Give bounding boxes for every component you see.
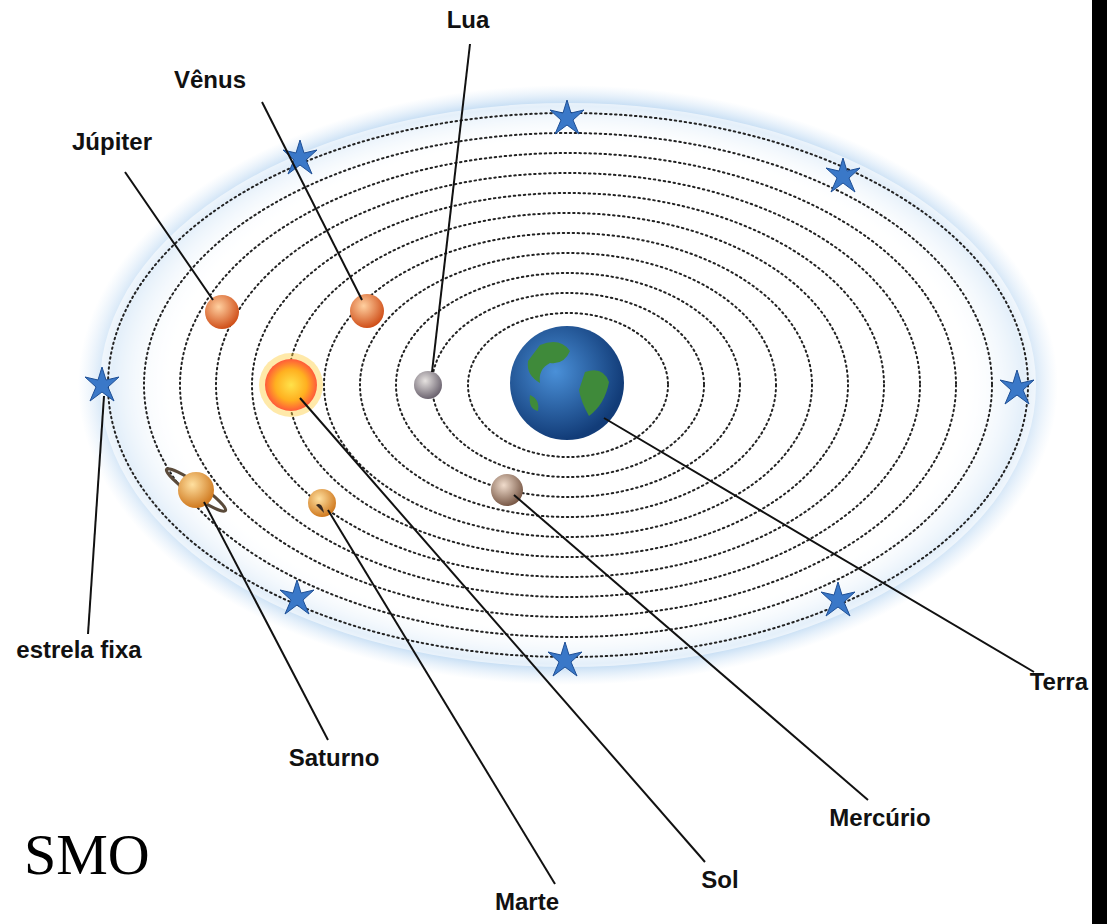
orbit-ring [180, 153, 956, 617]
orbit-ring [108, 113, 1028, 657]
body-label: Mercúrio [829, 804, 930, 833]
body-label: Vênus [174, 66, 246, 95]
orbit-ring [216, 173, 920, 597]
body-label: estrela fixa [4, 636, 154, 665]
body-label: Sol [701, 866, 738, 895]
body-label: Terra [1030, 668, 1088, 697]
orbit-ring [468, 313, 668, 457]
title-fragment: SMO [24, 820, 150, 890]
orbit-ring [360, 253, 776, 517]
body-label: Saturno [289, 744, 380, 773]
orbit-ring [288, 213, 848, 557]
orbit-ring [144, 133, 992, 637]
orbit-ring [432, 293, 704, 477]
body-label: Lua [447, 6, 490, 35]
orbit-ring [252, 193, 884, 577]
orbit-ring [396, 273, 740, 497]
body-label: Júpiter [72, 128, 152, 157]
orbit-ring [324, 233, 812, 537]
body-label: Marte [495, 888, 559, 917]
